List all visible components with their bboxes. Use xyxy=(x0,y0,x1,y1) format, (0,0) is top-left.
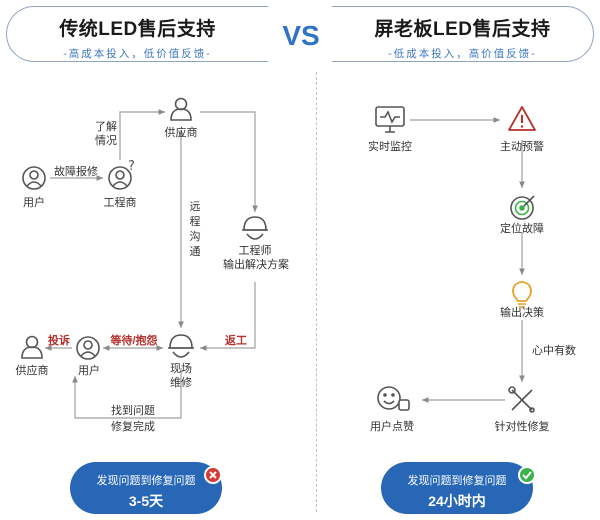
node-locate: 定位故障 xyxy=(500,223,544,235)
edge-label-fault-report: 故障报修 xyxy=(54,166,98,178)
bulb-icon xyxy=(512,281,532,308)
edge-label-understand-1: 了解 xyxy=(95,121,117,133)
edge-label-wait: 等待/抱怨 xyxy=(110,335,158,347)
warning-icon xyxy=(508,106,536,131)
node-monitor: 实时监控 xyxy=(368,141,412,153)
edge-label-understand-2: 情况 xyxy=(95,135,117,147)
user-icon xyxy=(22,166,46,190)
supplier-bottom-icon xyxy=(21,335,43,359)
edge-rework xyxy=(200,282,256,351)
edge-found xyxy=(72,368,182,419)
tools-icon xyxy=(508,386,535,413)
node-engineer: 工程师 xyxy=(238,245,272,257)
node-supplier-top: 供应商 xyxy=(164,127,198,139)
edge-label-found-2: 修复完成 xyxy=(111,421,155,433)
left-result-pill: 发现问题到修复问题 3-5天 xyxy=(70,462,222,514)
check-icon xyxy=(518,466,536,484)
node-decision: 输出决策 xyxy=(500,307,544,319)
node-user-bottom: 用户 xyxy=(78,365,100,377)
edge-label-confident: 心中有数 xyxy=(532,345,576,357)
right-result-line2: 24小时内 xyxy=(428,493,486,509)
node-supplier-bottom: 供应商 xyxy=(15,365,49,377)
node-engineer-firm: 工程商 xyxy=(103,197,137,209)
engineer-helmet-icon xyxy=(242,216,268,240)
node-onsite: 现场 xyxy=(170,363,192,375)
user-bottom-icon xyxy=(76,336,100,360)
left-result-line2: 3-5天 xyxy=(128,493,164,509)
right-title: 屏老板LED售后支持 xyxy=(374,19,551,40)
node-onsite-2: 维修 xyxy=(170,377,192,389)
node-user: 用户 xyxy=(23,197,45,209)
engineer-firm-icon xyxy=(108,166,132,190)
right-subtitle: -低成本投入，高价值反馈- xyxy=(388,48,537,60)
edge-label-found-1: 找到问题 xyxy=(111,405,155,417)
cross-icon xyxy=(204,466,222,484)
node-repair: 针对性修复 xyxy=(494,421,550,433)
vs-badge: VS xyxy=(272,0,330,72)
edge-label-remote: 远程沟通 xyxy=(189,201,201,258)
left-header: 传统LED售后支持 -高成本投入，低价值反馈- xyxy=(6,6,268,62)
onsite-helmet-icon xyxy=(168,334,194,358)
edge-understand xyxy=(119,109,165,160)
target-icon xyxy=(510,195,535,220)
left-result-line1: 发现问题到修复问题 xyxy=(96,475,196,487)
left-title: 传统LED售后支持 xyxy=(59,19,216,40)
right-header: 屏老板LED售后支持 -低成本投入，高价值反馈- xyxy=(332,6,594,62)
edge-label-rework: 返工 xyxy=(225,335,247,347)
node-engineer-sub: 输出解决方案 xyxy=(223,259,289,271)
right-result-pill: 发现问题到修复问题 24小时内 xyxy=(381,462,533,514)
edge-label-complain: 投诉 xyxy=(48,335,70,347)
question-mark-icon: ? xyxy=(128,159,135,174)
left-subtitle: -高成本投入，低价值反馈- xyxy=(63,48,212,60)
like-icon xyxy=(377,386,410,411)
supplier-icon xyxy=(170,97,192,121)
node-like: 用户点赞 xyxy=(370,421,414,433)
monitor-icon xyxy=(375,106,405,133)
edge-supplier-engineer xyxy=(200,111,258,212)
node-warning: 主动预警 xyxy=(500,141,544,153)
center-divider xyxy=(316,72,317,512)
right-result-line1: 发现问题到修复问题 xyxy=(407,475,507,487)
